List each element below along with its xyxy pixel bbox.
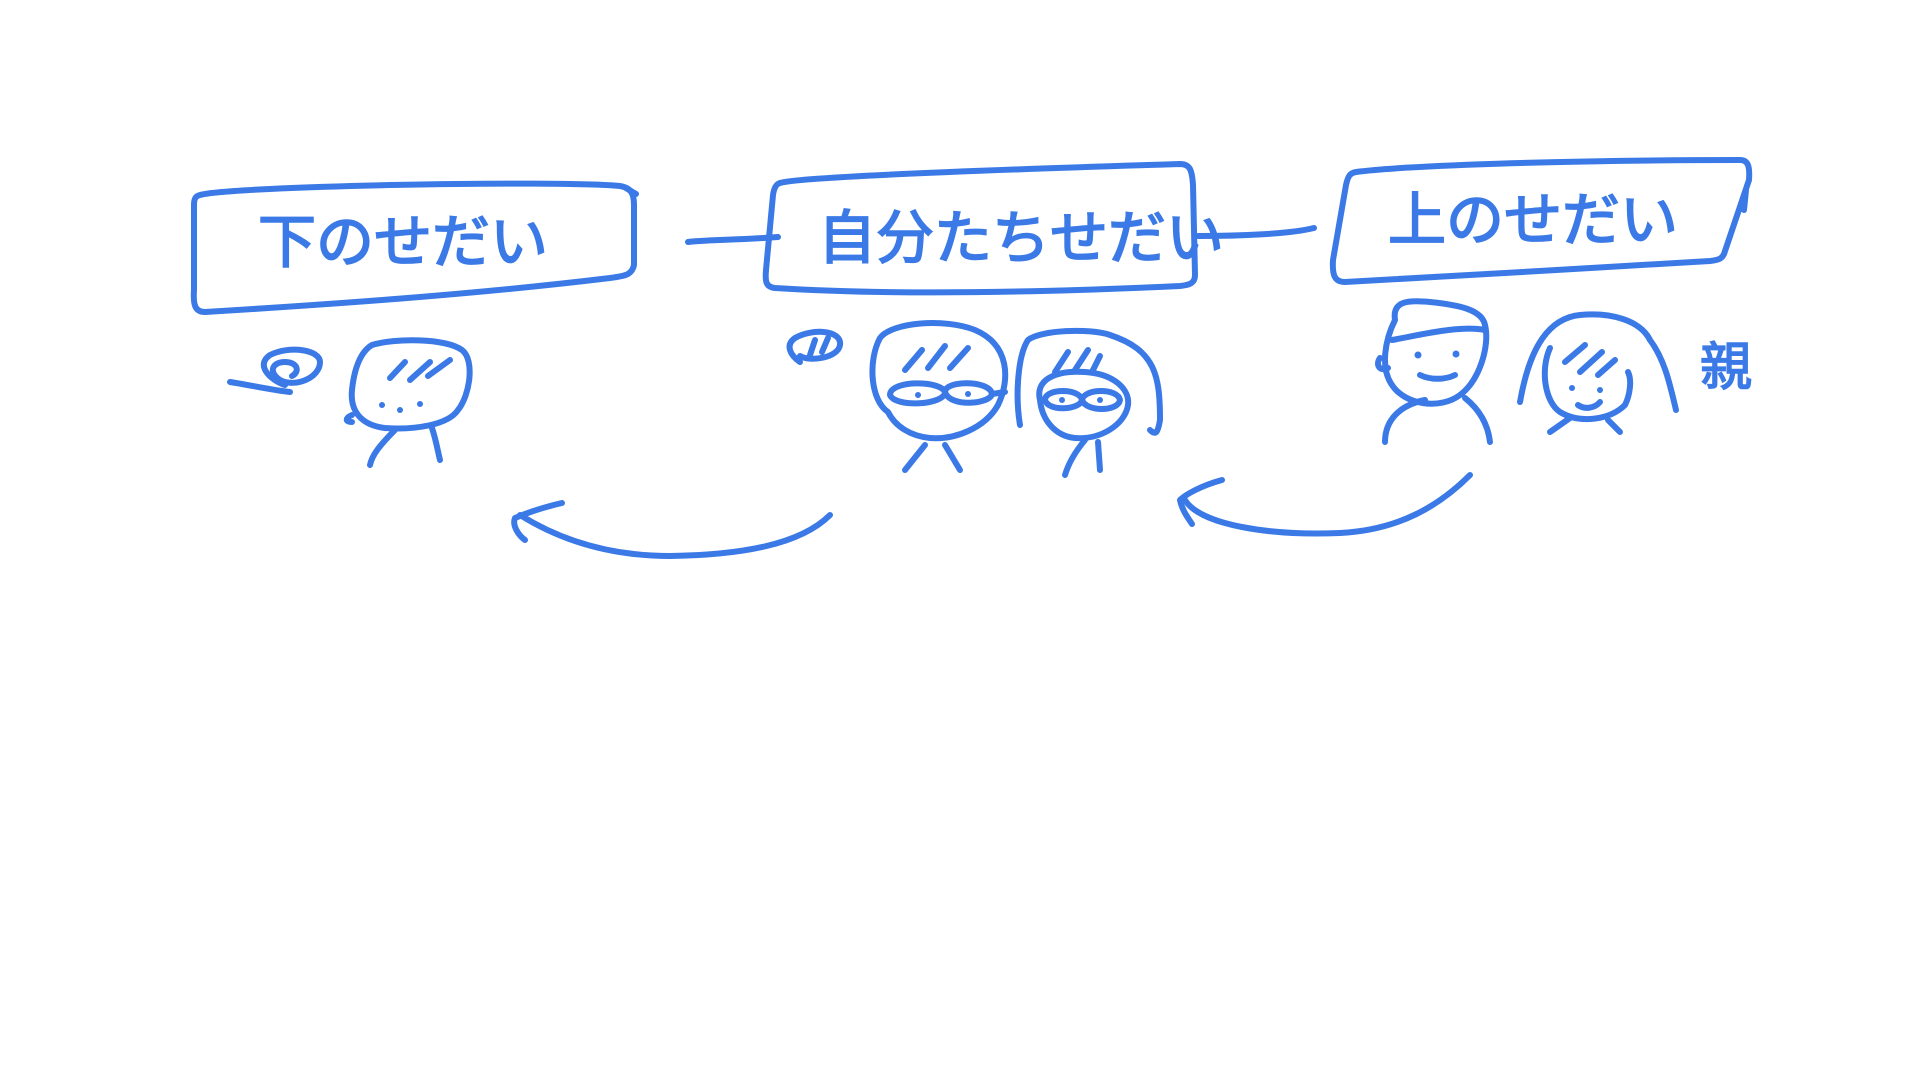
- child-eye-left: [379, 402, 385, 408]
- upper-woman-eye-l: [1569, 385, 1575, 391]
- connector-lower-self: [685, 234, 781, 245]
- self-right-hair: [1052, 347, 1103, 375]
- parents-faces-icon: 親: [1375, 298, 1752, 445]
- arrow-upper-to-self-line: [1182, 472, 1473, 537]
- upper-woman-bangs: [1562, 342, 1618, 378]
- connector-self-upper: [1195, 225, 1317, 239]
- self-right-glasses: [1042, 388, 1123, 412]
- lower-generation-box: 下のせだい: [190, 180, 639, 315]
- self-scribble-circle-icon: [786, 328, 843, 365]
- upper-man-eye-r: [1452, 350, 1460, 358]
- upper-woman-body: [1547, 415, 1623, 435]
- upper-woman-eye-r: [1597, 387, 1603, 393]
- self-right-eye-l: [1059, 397, 1065, 403]
- lower-scribble-circle-icon: [227, 346, 323, 395]
- self-left-hair: [902, 343, 971, 373]
- self-right-face: [1036, 368, 1132, 442]
- child-head: [348, 337, 473, 432]
- upper-generation-box: 上のせだい: [1329, 157, 1753, 285]
- upper-man-body: [1382, 395, 1493, 445]
- self-left-glasses: [887, 380, 1008, 407]
- upper-man-ear: [1375, 355, 1391, 373]
- self-left-head: [869, 320, 1009, 442]
- self-left-body: [902, 442, 963, 473]
- self-generation-label: 自分たちせだい: [818, 204, 1224, 272]
- self-right-body: [1062, 437, 1103, 478]
- self-generation-box: 自分たちせだい: [762, 161, 1224, 296]
- upper-man-eye-l: [1414, 351, 1422, 359]
- child-eye-right: [397, 407, 403, 413]
- arrow-upper-to-self-head: [1177, 477, 1225, 527]
- upper-man-hair: [1389, 325, 1488, 343]
- arrow-self-to-lower: [511, 500, 833, 559]
- upper-man-mouth: [1417, 372, 1458, 382]
- arrow-upper-to-self: [1177, 472, 1473, 537]
- self-right-head: [1014, 327, 1163, 436]
- lower-box-outline: [190, 180, 637, 315]
- child-face-icon: [227, 337, 473, 468]
- child-body: [367, 425, 443, 468]
- upper-woman-face: [1541, 345, 1634, 422]
- child-hair: [387, 357, 453, 383]
- lower-box-corner: [623, 185, 639, 197]
- arrow-self-to-lower-line: [517, 512, 833, 559]
- upper-box-outline: [1329, 157, 1753, 285]
- couple-faces-icon: [786, 320, 1163, 478]
- arrow-self-to-lower-head: [511, 500, 565, 543]
- upper-generation-label: 上のせだい: [1388, 186, 1678, 254]
- upper-parents-label: 親: [1700, 338, 1752, 398]
- child-ear: [343, 412, 355, 425]
- self-left-eye-l: [915, 392, 921, 398]
- upper-woman-mouth: [1575, 399, 1603, 411]
- lower-generation-label: 下のせだい: [258, 208, 548, 276]
- self-left-eye-r: [965, 391, 971, 397]
- upper-woman-hair: [1517, 311, 1679, 413]
- self-right-eye-r: [1097, 397, 1103, 403]
- upper-man-head: [1382, 298, 1490, 407]
- upper-box-tick: [1741, 187, 1749, 213]
- self-box-outline: [762, 161, 1198, 296]
- child-dot: [417, 401, 423, 407]
